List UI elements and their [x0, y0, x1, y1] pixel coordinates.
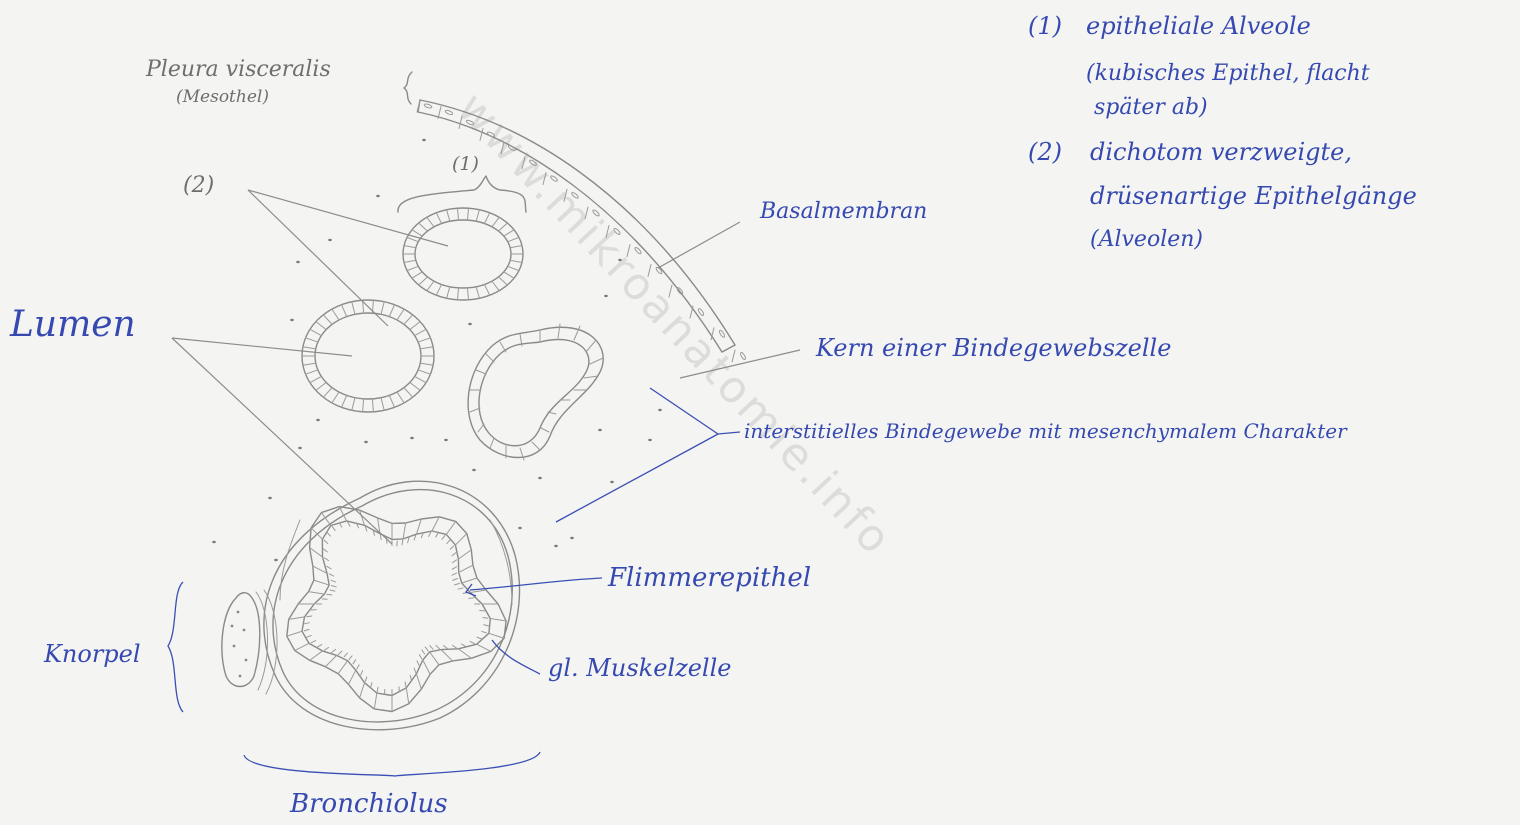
pleura-brace	[404, 72, 412, 104]
alveolus-2	[302, 300, 434, 412]
label-interstitium: interstitielles Bindegewebe mit mesenchy…	[744, 419, 1348, 443]
alveolus-3	[468, 324, 603, 460]
label-lumen: Lumen	[9, 304, 136, 345]
label-basalmembran: Basalmembran	[759, 199, 927, 224]
label-bronchiolus: Bronchiolus	[289, 789, 448, 819]
legend-item2-num: (2)	[1028, 138, 1062, 166]
bronchiolus-cilia	[304, 522, 488, 694]
label-flimmer: Flimmerepithel	[607, 563, 811, 593]
label-knorpel: Knorpel	[43, 640, 141, 668]
legend-item1-line1: epitheliale Alveole	[1086, 12, 1311, 40]
bronchiolus	[264, 481, 520, 730]
bronchiolus-epithelium	[287, 507, 506, 712]
legend-item1-num: (1)	[1028, 12, 1062, 40]
label-kern: Kern einer Bindegewebszelle	[815, 334, 1171, 362]
label-pleura: Pleura visceralis	[145, 57, 331, 82]
alveolus-1	[403, 208, 523, 300]
legend-item2-line3: (Alveolen)	[1090, 227, 1203, 252]
legend: (1) epitheliale Alveole (kubisches Epith…	[1028, 12, 1417, 252]
legend-item1-line3: später ab)	[1094, 95, 1208, 120]
cartilage-cells	[231, 611, 248, 678]
label-num2: (2)	[183, 173, 214, 198]
legend-item2-line1: dichotom verzweigte,	[1090, 138, 1352, 166]
watermark: www.mikroanatomie.info	[447, 83, 902, 566]
legend-item1-line2: (kubisches Epithel, flacht	[1086, 61, 1370, 86]
legend-item2-line2: drüsenartige Epithelgänge	[1090, 182, 1417, 210]
cartilage	[222, 590, 277, 694]
label-num1: (1)	[452, 153, 479, 175]
label-pleura-sub: (Mesothel)	[176, 87, 269, 107]
label-muskel: gl. Muskelzelle	[548, 654, 731, 682]
